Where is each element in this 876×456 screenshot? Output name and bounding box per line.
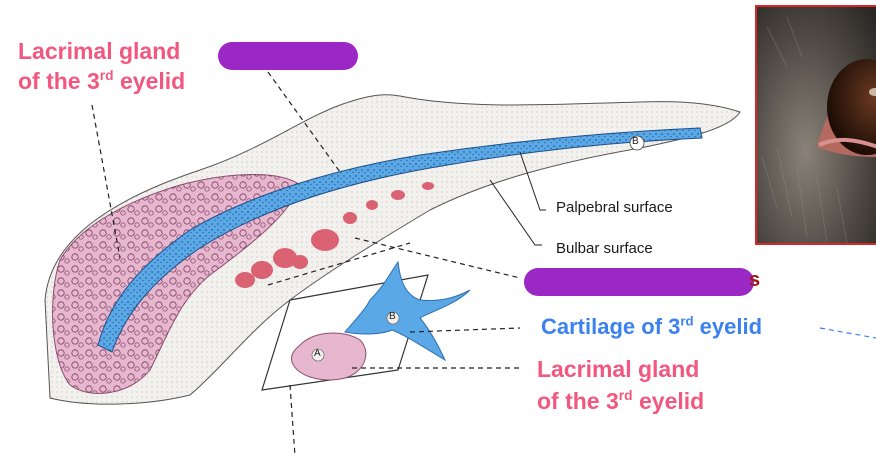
marker-b-schematic: B — [389, 312, 396, 322]
lacrimal-gland-label-bottom-line2: of the 3rd eyelid — [537, 390, 704, 413]
lacrimal-gland-label-bottom: Lacrimal gland — [537, 358, 699, 381]
eye-photo — [755, 5, 876, 245]
palpebral-surface-label: Palpebral surface — [556, 200, 673, 215]
schematic-gland — [291, 333, 365, 380]
cartilage-label: Cartilage of 3rd eyelid — [541, 316, 762, 338]
hidden-label-tail: s — [749, 270, 760, 290]
lacrimal-gland-label-top-line2: of the 3rd eyelid — [18, 70, 185, 93]
marker-b-main: B — [632, 137, 639, 147]
redaction-top — [218, 42, 358, 70]
marker-a-schematic: A — [314, 349, 321, 359]
lacrimal-gland-label-top: Lacrimal gland — [18, 40, 180, 63]
redaction-middle — [524, 268, 754, 296]
bulbar-surface-label: Bulbar surface — [556, 241, 653, 256]
lacrimal-top-line1: Lacrimal gland — [18, 38, 180, 64]
